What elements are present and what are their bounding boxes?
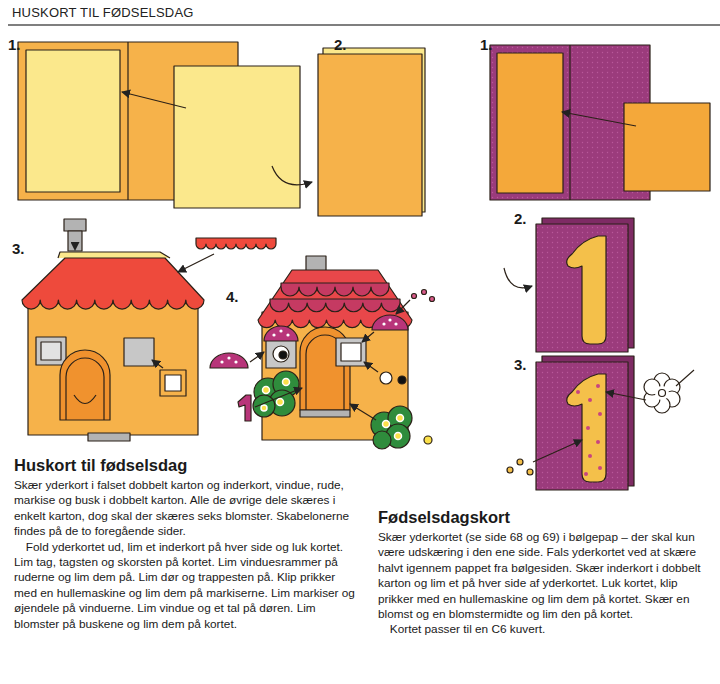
house-step-4 <box>210 256 435 449</box>
step-number: 3. <box>514 356 527 373</box>
step-number: 3. <box>12 240 25 257</box>
purple-folded-card <box>504 218 634 352</box>
section-heading: Fødselsdagskort <box>378 508 710 527</box>
house-step-3 <box>22 219 276 441</box>
folded-card <box>272 48 425 216</box>
body-text: Skær yderkort i falset dobbelt karton og… <box>14 478 359 540</box>
step-number: 2. <box>334 36 347 53</box>
step-number: 2. <box>514 210 527 227</box>
open-card <box>18 42 300 208</box>
step-number: 1. <box>8 36 21 53</box>
purple-finished-card <box>507 356 694 490</box>
instruction-column: FødselsdagskortSkær yderkortet (se side … <box>378 508 710 638</box>
body-text: Fold yderkortet ud, lim et inderkort på … <box>14 540 359 632</box>
purple-open-card <box>490 45 710 200</box>
step-number: 1. <box>480 36 493 53</box>
instruction-column: Huskort til fødselsdagSkær yderkort i fa… <box>14 456 359 632</box>
section-heading: Huskort til fødselsdag <box>14 456 359 475</box>
page-header: HUSKORT TIL FØDSELSDAG <box>12 5 194 20</box>
step-number: 4. <box>226 288 239 305</box>
body-text: Kortet passer til en C6 kuvert. <box>378 622 710 637</box>
body-text: Skær yderkortet (se side 68 og 69) i bøl… <box>378 530 710 622</box>
header-rule <box>8 24 720 25</box>
